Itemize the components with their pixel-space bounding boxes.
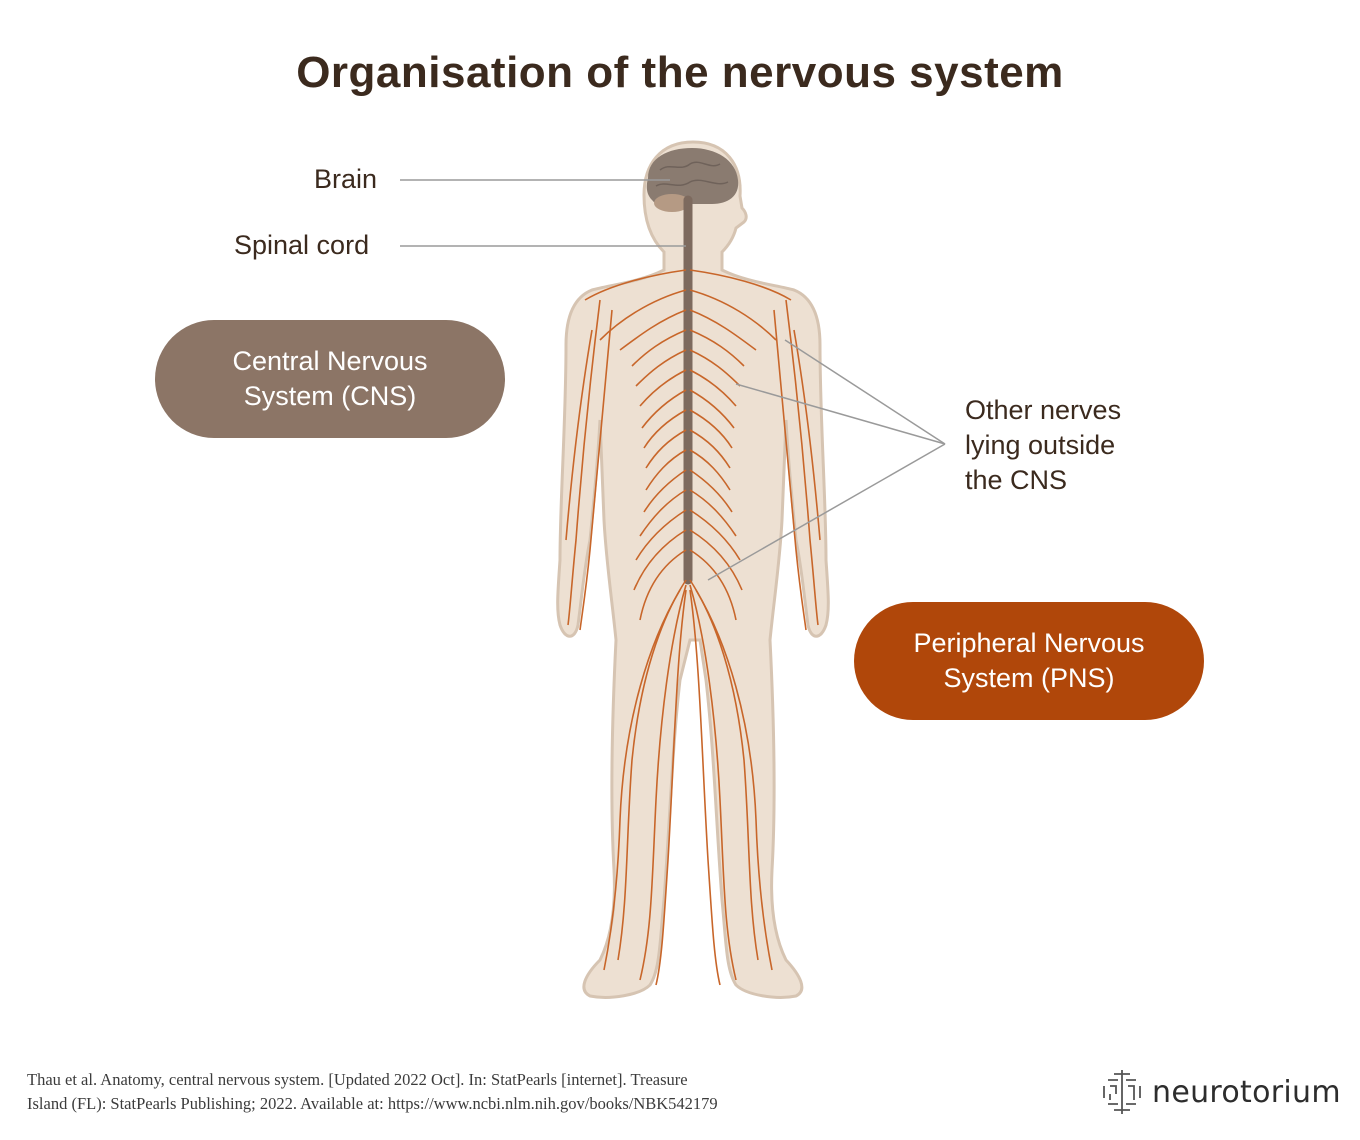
pns-line-2: System (PNS) [943,663,1115,693]
other-nerves-label: Other nerves lying outside the CNS [965,393,1121,498]
peripheral-nerves [565,269,821,986]
brain-folds [655,161,729,187]
brain-label: Brain [314,164,378,194]
citation-line-1: Thau et al. Anatomy, central nervous sys… [27,1070,688,1089]
nerve-pointer-line-1 [784,339,946,445]
brain-shape [646,148,739,209]
cerebellum-shape [654,194,690,212]
page-title: Organisation of the nervous system [296,48,1064,97]
other-nerves-line-1: Other nerves [965,395,1122,425]
other-nerves-line-2: lying outside [965,430,1116,460]
pns-pill: Peripheral Nervous System (PNS) [854,602,1204,720]
pns-line-1: Peripheral Nervous [913,628,1145,658]
cns-line-1: Central Nervous [232,346,428,376]
nerve-pointer-line-2 [735,383,946,445]
body-silhouette [556,140,830,999]
citation-line-2: Island (FL): StatPearls Publishing; 2022… [27,1094,718,1113]
nerve-pointer-line-3 [707,443,946,581]
citation: Thau et al. Anatomy, central nervous sys… [27,1068,847,1116]
spinal-cord-label: Spinal cord [234,230,370,260]
brain-maze-icon [1103,1070,1141,1114]
pointer-lines [400,179,946,581]
cns-line-2: System (CNS) [243,381,417,411]
other-nerves-line-3: the CNS [965,465,1068,495]
cns-pill: Central Nervous System (CNS) [155,320,505,438]
logo-text: neurotorium [1152,1074,1341,1110]
neurotorium-logo: neurotorium [1100,1068,1341,1116]
